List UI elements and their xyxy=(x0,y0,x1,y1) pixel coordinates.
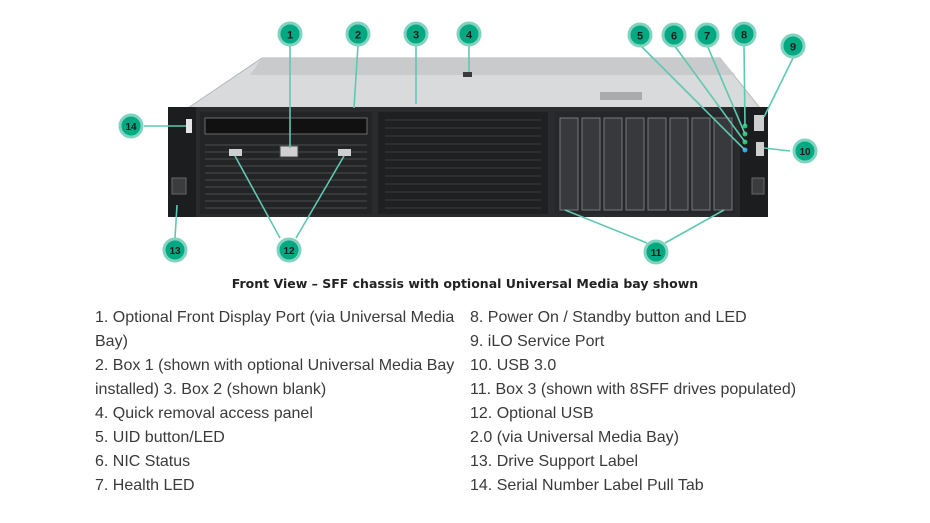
svg-text:4: 4 xyxy=(466,30,473,42)
usb-port-left xyxy=(229,149,242,156)
legend-left-column: 1. Optional Front Display Port (via Univ… xyxy=(95,306,465,498)
callout-5: 5 xyxy=(627,22,653,48)
serial-pull-tab xyxy=(186,119,192,133)
callout-13: 13 xyxy=(162,237,188,263)
callout-11: 11 xyxy=(643,239,669,265)
callout-3: 3 xyxy=(403,21,429,47)
callout-8: 8 xyxy=(731,21,757,47)
svg-text:8: 8 xyxy=(741,30,747,42)
usb3-port xyxy=(756,142,764,156)
legend-item: 2.0 (via Universal Media Bay) xyxy=(470,429,679,446)
box2-grille xyxy=(385,119,541,209)
top-label-plate xyxy=(600,92,642,100)
legend-item: 10. USB 3.0 xyxy=(470,357,557,374)
box1-grille xyxy=(205,144,367,209)
legend-right-column: 8. Power On / Standby button and LED 9. … xyxy=(470,306,870,498)
svg-text:3: 3 xyxy=(413,30,419,42)
svg-text:11: 11 xyxy=(651,248,662,259)
hpe-logo-mark xyxy=(463,72,472,77)
svg-text:10: 10 xyxy=(799,147,811,158)
callout-12: 12 xyxy=(276,237,302,263)
legend-item: 9. iLO Service Port xyxy=(470,333,605,350)
server-front-view-figure: 1 2 3 4 5 6 7 8 9 10 11 12 13 14 xyxy=(118,21,818,265)
svg-text:12: 12 xyxy=(283,246,295,257)
callout-1: 1 xyxy=(277,21,303,47)
callout-10: 10 xyxy=(792,138,818,164)
legend-item: 7. Health LED xyxy=(95,477,195,494)
chassis-top-shade xyxy=(250,58,735,75)
callout-9: 9 xyxy=(780,33,806,59)
svg-text:1: 1 xyxy=(287,30,293,42)
svg-text:2: 2 xyxy=(355,30,361,42)
legend-item: 8. Power On / Standby button and LED xyxy=(470,309,747,326)
callout-14: 14 xyxy=(118,113,144,139)
legend-item: 2. Box 1 (shown with optional Universal … xyxy=(95,357,455,398)
callout-4: 4 xyxy=(456,21,482,47)
callout-2: 2 xyxy=(345,21,371,47)
legend-item: 12. Optional USB xyxy=(470,405,594,422)
usb-port-right xyxy=(338,149,351,156)
legend-item: 11. Box 3 (shown with 8SFF drives popula… xyxy=(470,381,797,398)
svg-text:6: 6 xyxy=(671,31,677,43)
callout-6: 6 xyxy=(661,22,687,48)
callout-7: 7 xyxy=(694,22,720,48)
svg-text:14: 14 xyxy=(125,122,137,133)
ilo-port xyxy=(754,115,764,131)
figure-caption: Front View – SFF chassis with optional U… xyxy=(231,276,699,291)
legend-item: 5. UID button/LED xyxy=(95,429,225,446)
sff-drives xyxy=(559,117,733,211)
legend-item: 4. Quick removal access panel xyxy=(95,405,313,422)
svg-text:9: 9 xyxy=(790,42,796,54)
legend-item: 13. Drive Support Label xyxy=(470,453,639,470)
left-ear-latch xyxy=(171,177,187,195)
legend-item: 6. NIC Status xyxy=(95,453,191,470)
svg-text:5: 5 xyxy=(637,31,643,43)
box2-blank xyxy=(378,112,548,214)
leader-lines xyxy=(144,44,794,244)
legend-item: 14. Serial Number Label Pull Tab xyxy=(470,477,704,494)
svg-text:7: 7 xyxy=(704,31,710,43)
svg-text:13: 13 xyxy=(169,246,181,257)
optical-slot xyxy=(204,117,368,135)
legend-item: 1. Optional Front Display Port (via Univ… xyxy=(95,309,455,350)
display-port-connector xyxy=(279,145,299,158)
right-ear-label xyxy=(751,177,765,195)
